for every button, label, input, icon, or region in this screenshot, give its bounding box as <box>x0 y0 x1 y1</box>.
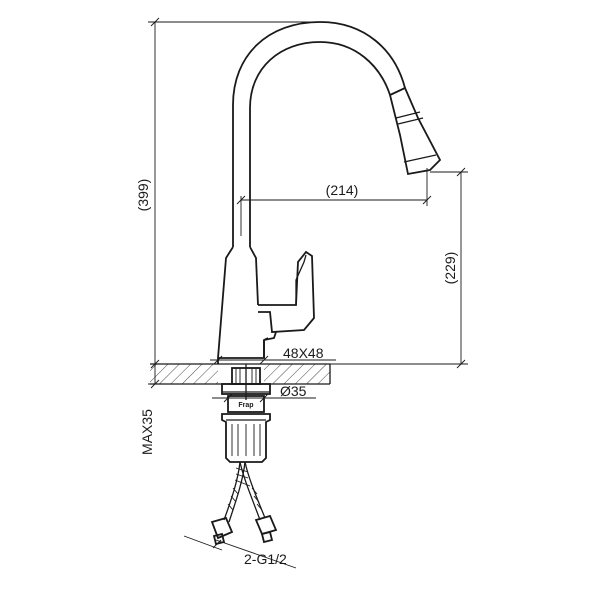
dimension-mount-diameter: Ø35 <box>212 383 316 403</box>
spout-inner-outline <box>249 41 391 247</box>
max-thickness-label: MAX35 <box>139 409 155 455</box>
countertop-hatch-right <box>264 364 330 384</box>
dimension-base-size: 48X48 <box>210 345 336 365</box>
dimension-overall-height: (399) <box>135 17 318 369</box>
hose-fitting-left <box>210 516 234 540</box>
mounting-nut <box>227 395 265 413</box>
spout-reach-label: (214) <box>326 182 359 198</box>
dimension-spout-height: (229) <box>330 167 468 369</box>
faucet-body <box>217 21 442 364</box>
overall-height-label: (399) <box>135 179 151 212</box>
base-size-label: 48X48 <box>283 345 324 361</box>
lever-handle <box>258 250 315 333</box>
countertop-hatch-left <box>150 364 218 384</box>
spout-height-label: (229) <box>442 252 458 285</box>
nut-marking: Frap <box>238 402 253 409</box>
spray-head <box>388 86 442 176</box>
dimension-spout-reach: (214) <box>236 168 432 236</box>
mount-diameter-label: Ø35 <box>280 383 307 399</box>
hose-fitting-right <box>254 514 278 536</box>
hose-right <box>239 461 261 521</box>
dimension-max-thickness: MAX35 <box>139 364 222 455</box>
spout-outer-outline <box>232 21 406 247</box>
faucet-column <box>217 246 259 364</box>
washer-plate <box>221 383 271 395</box>
fastener-sleeve <box>221 413 271 463</box>
mounting-hardware: Frap <box>221 364 271 463</box>
dimension-connections: 2-G1/2 <box>183 535 297 569</box>
supply-hoses <box>210 461 278 546</box>
connections-label: 2-G1/2 <box>244 551 287 567</box>
